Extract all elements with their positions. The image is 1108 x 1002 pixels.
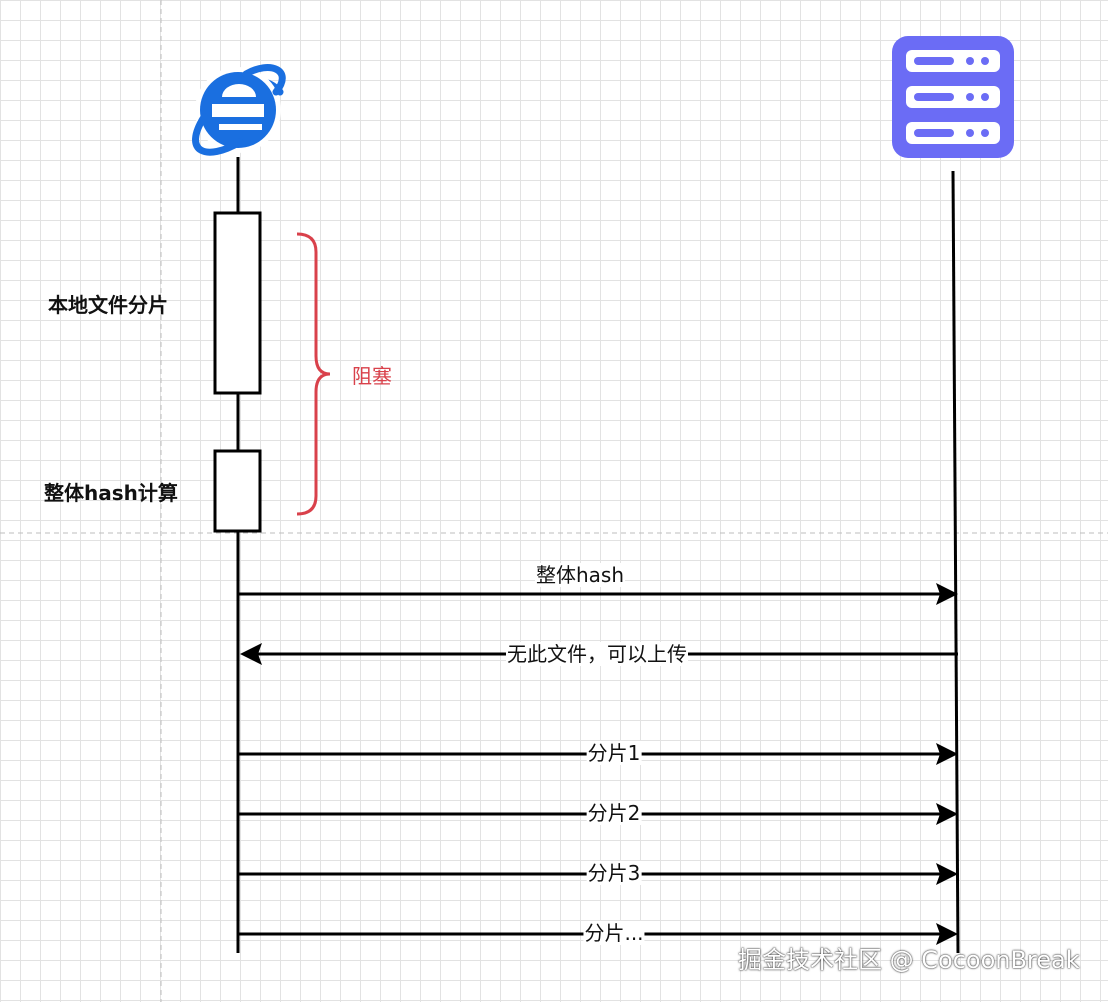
arrowhead <box>240 643 262 665</box>
message-label: 分片3 <box>586 861 642 885</box>
message-label: 分片... <box>583 921 645 945</box>
arrowhead <box>936 923 958 945</box>
split-activation-box <box>213 211 262 395</box>
local-split-label: 本地文件分片 <box>48 293 168 317</box>
arrowhead <box>936 583 958 605</box>
message-label: 整体hash <box>534 563 626 587</box>
blocking-label: 阻塞 <box>352 364 392 388</box>
blocking-brace <box>296 232 331 516</box>
arrowhead <box>936 863 958 885</box>
arrowhead <box>936 803 958 825</box>
hash-activation-box <box>213 449 262 533</box>
message-label: 分片2 <box>586 801 642 825</box>
ie-browser-icon <box>192 64 286 156</box>
message-label: 分片1 <box>586 741 642 765</box>
whole-hash-calc-label: 整体hash计算 <box>44 481 178 505</box>
message-label: 无此文件，可以上传 <box>506 642 688 666</box>
server-lifeline <box>951 170 960 954</box>
arrowhead <box>936 743 958 765</box>
watermark: 掘金技术社区 @ CocoonBreak <box>738 946 1080 974</box>
server-icon <box>892 36 1014 158</box>
